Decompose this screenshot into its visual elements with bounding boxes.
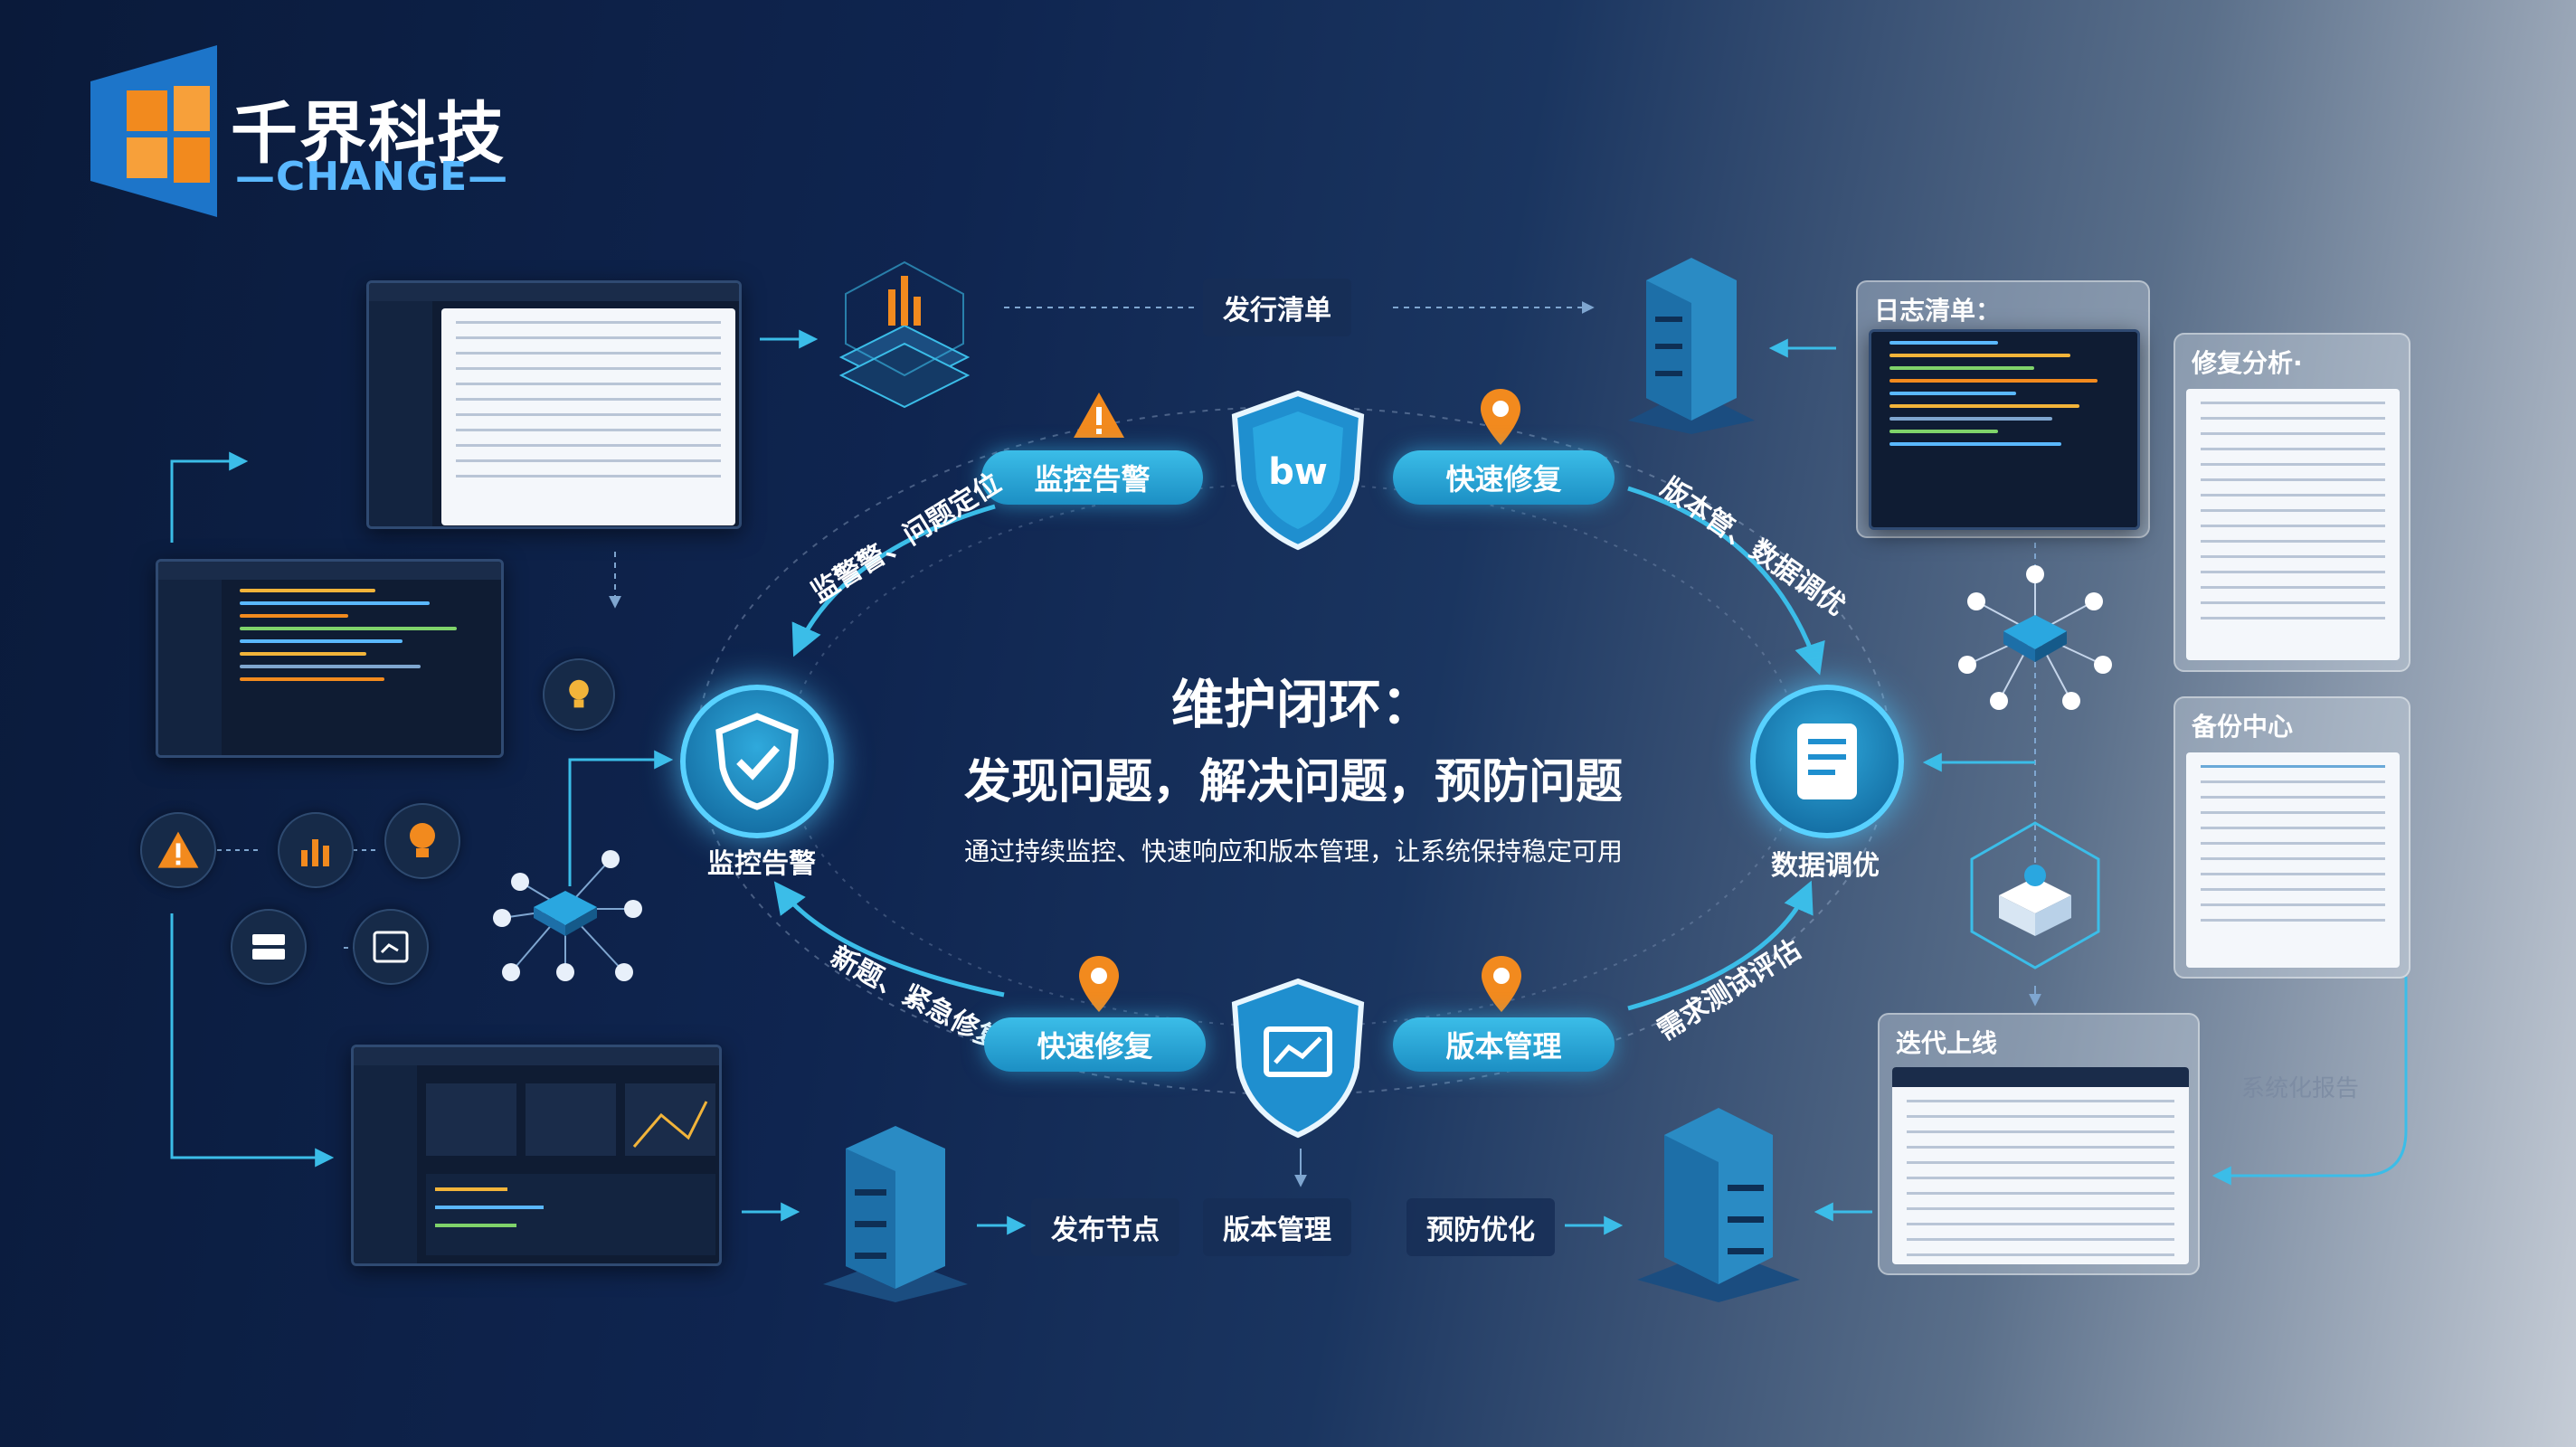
- card-title-repair-analysis: 修复分析·: [2192, 348, 2303, 378]
- code-screen-left: [156, 559, 504, 758]
- pill-monitor-alert[interactable]: 监控告警: [981, 450, 1203, 505]
- shield-top-text: bw: [1268, 451, 1328, 493]
- chart-circle-node[interactable]: [278, 812, 354, 888]
- idea-circle-node[interactable]: [384, 803, 460, 879]
- card-backup-center[interactable]: 备份中心: [2174, 696, 2410, 979]
- shield-check-icon: [715, 713, 799, 810]
- arc-top-left: [791, 504, 996, 657]
- location-pin-icon: [1481, 389, 1520, 445]
- server-stack-icon: [823, 1126, 968, 1302]
- report-icon: [373, 931, 409, 963]
- card-title-log-list: 日志清单：: [1874, 296, 2002, 326]
- warning-icon: [1074, 392, 1124, 438]
- faint-report-label: 系统化报告: [2241, 1075, 2360, 1102]
- location-pin-icon: [1079, 956, 1119, 1012]
- logo-title: 千界科技: [231, 95, 506, 173]
- card-repair-analysis[interactable]: 修复分析·: [2174, 333, 2410, 672]
- network-hub-icon: [1958, 565, 2112, 710]
- bulb-circle-node[interactable]: [543, 658, 615, 731]
- server-stack-icon: [1637, 1108, 1800, 1302]
- logo-subtitle: —CHANGE—: [235, 154, 509, 200]
- tag-release-node[interactable]: 发布节点: [1031, 1198, 1179, 1256]
- bar-chart-icon: [301, 839, 329, 866]
- log-screen: [1869, 329, 2140, 530]
- document-list-icon: [1797, 724, 1857, 799]
- node-data-tuning[interactable]: [1750, 685, 1904, 838]
- tag-version-management[interactable]: 版本管理: [1203, 1198, 1351, 1256]
- monitor-chart-cube-icon: [838, 260, 971, 409]
- user-cube-icon: [1999, 865, 2071, 936]
- lightbulb-icon: [410, 823, 435, 857]
- arc-bottom-right: [1627, 880, 1814, 1011]
- tag-prevent-optimize[interactable]: 预防优化: [1406, 1198, 1555, 1256]
- center-title: 维护闭环：: [1170, 674, 1434, 735]
- card-iterate-online[interactable]: 迭代上线: [1878, 1013, 2200, 1275]
- card-title-iterate-online: 迭代上线: [1896, 1028, 1998, 1058]
- arc-top-right: [1627, 486, 1825, 676]
- server-circle-node[interactable]: [231, 909, 307, 985]
- logo-mark-icon: [90, 45, 217, 217]
- server-stack-icon: [1628, 258, 1755, 434]
- server-icon: [252, 934, 285, 960]
- network-hub-icon: [493, 850, 642, 981]
- node-label-data-tuning: 数据调优: [1771, 850, 1880, 882]
- mini-chart-icon: [426, 1083, 715, 1255]
- node-label-monitor-alert: 监控告警: [707, 848, 816, 880]
- pill-version-management[interactable]: 版本管理: [1393, 1017, 1615, 1072]
- arc-bottom-left: [773, 881, 1005, 998]
- shield-top-icon: bw: [1231, 390, 1365, 551]
- report-circle-node[interactable]: [353, 909, 429, 985]
- alert-circle-node[interactable]: [140, 812, 216, 888]
- card-title-backup-center: 备份中心: [2192, 712, 2294, 742]
- center-description: 通过持续监控、快速响应和版本管理，让系统保持稳定可用: [963, 837, 1623, 866]
- location-pin-icon: [1482, 956, 1521, 1012]
- company-logo: 千界科技 —CHANGE—: [90, 45, 525, 226]
- warning-icon: [157, 831, 199, 868]
- lightbulb-icon: [569, 679, 589, 708]
- center-subtitle: 发现问题，解决问题，预防问题: [963, 755, 1623, 809]
- pill-quick-fix-bottom[interactable]: 快速修复: [984, 1017, 1206, 1072]
- analytics-screen-bottom: [351, 1045, 722, 1266]
- dashboard-screen-top: [366, 280, 742, 529]
- pill-quick-fix-top[interactable]: 快速修复: [1393, 450, 1615, 505]
- shield-chart-icon: [1231, 978, 1365, 1139]
- card-log-list[interactable]: 日志清单：: [1856, 280, 2150, 538]
- tag-release-list[interactable]: 发行清单: [1203, 279, 1351, 336]
- node-monitor-alert[interactable]: [680, 685, 834, 838]
